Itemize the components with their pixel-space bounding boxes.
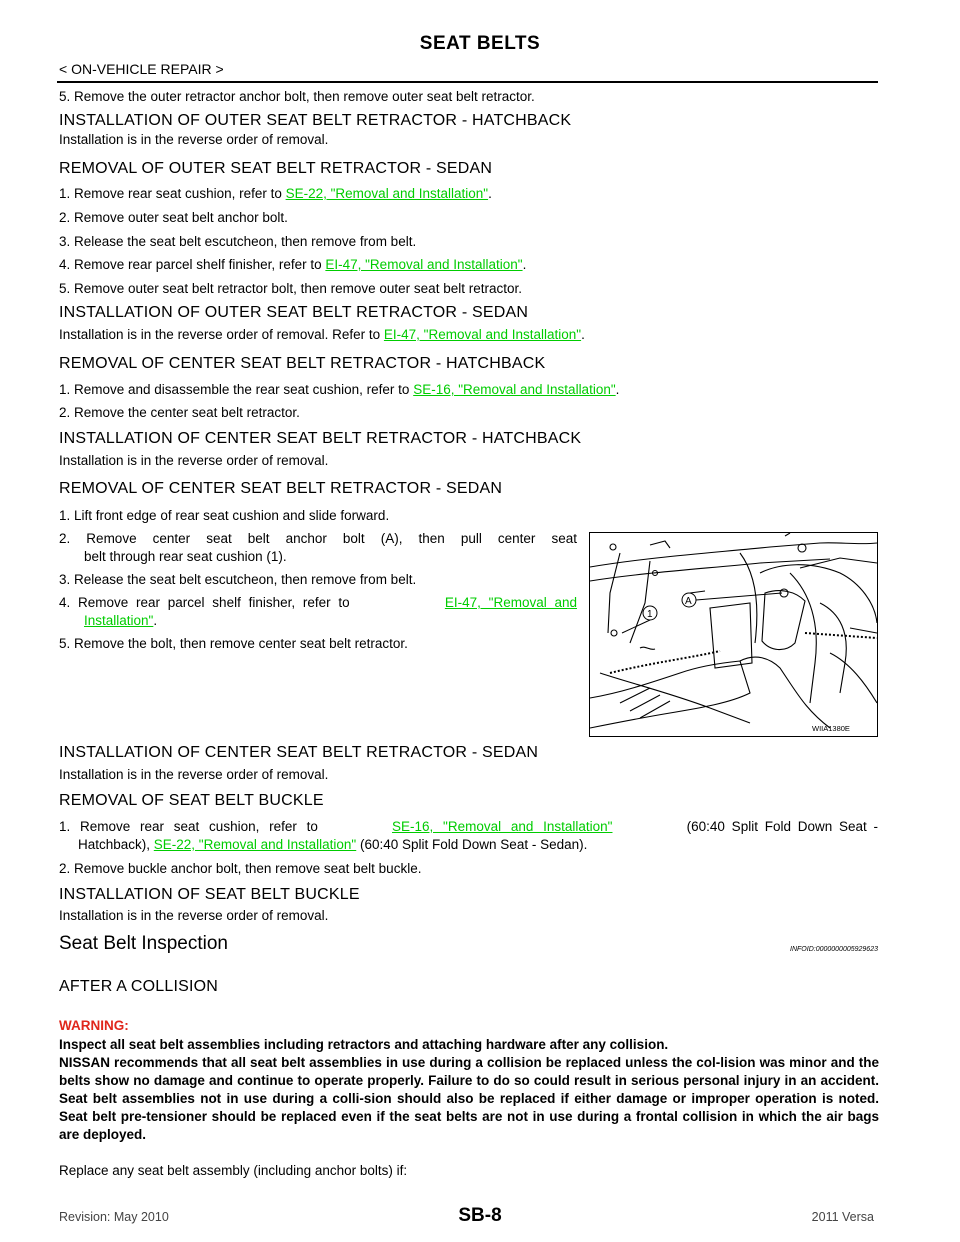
step-removal-center-sedan-2b: belt through rear seat cushion (1). (84, 549, 287, 564)
section-breadcrumb: < ON-VEHICLE REPAIR > (59, 61, 224, 77)
text-replace-assembly: Replace any seat belt assembly (includin… (59, 1163, 408, 1178)
step-text: 1. Remove rear seat cushion, refer to (59, 819, 318, 834)
step-text: Hatchback), (78, 837, 154, 852)
warning-text: Inspect all seat belt assemblies includi… (59, 1036, 879, 1144)
step-removal-center-sedan-5: 5. Remove the bolt, then remove center s… (59, 636, 408, 651)
figure-drawing: A 1 WIIA1380E (590, 533, 877, 733)
step-text: . (522, 257, 527, 272)
heading-install-buckle: INSTALLATION OF SEAT BELT BUCKLE (59, 886, 360, 903)
heading-removal-buckle: REMOVAL OF SEAT BELT BUCKLE (59, 792, 324, 809)
step-removal-center-hatchback-1: 1. Remove and disassemble the rear seat … (59, 381, 619, 399)
step-text: . (153, 613, 158, 628)
link-se22[interactable]: SE-22, "Removal and Installation" (153, 837, 357, 852)
step-removal-outer-sedan-3: 3. Release the seat belt escutcheon, the… (59, 234, 417, 249)
heading-removal-center-hatchback: REMOVAL OF CENTER SEAT BELT RETRACTOR - … (59, 355, 546, 372)
page-title: SEAT BELTS (419, 33, 541, 54)
step-text: (60:40 Split Fold Down Seat - (686, 819, 878, 834)
heading-removal-outer-sedan: REMOVAL OF OUTER SEAT BELT RETRACTOR - S… (59, 160, 493, 177)
text-install-buckle: Installation is in the reverse order of … (59, 908, 329, 923)
step-text: 4. Remove rear parcel shelf finisher, re… (59, 257, 326, 272)
step-text: (60:40 Split Fold Down Seat - Sedan). (356, 837, 588, 852)
warning-paragraph: NISSAN recommends that all seat belt ass… (59, 1055, 879, 1142)
step-removal-outer-sedan-5: 5. Remove outer seat belt retractor bolt… (59, 281, 522, 296)
step-removal-outer-sedan-4: 4. Remove rear parcel shelf finisher, re… (59, 256, 526, 274)
step-text: 1. Remove rear seat cushion, refer to (59, 186, 286, 201)
body-text: . (581, 327, 585, 342)
link-se22[interactable]: SE-22, "Removal and Installation" (285, 186, 489, 201)
link-ei47-a[interactable]: EI-47, "Removal and (444, 595, 577, 610)
figure-center-belt-anchor: A 1 WIIA1380E (589, 532, 878, 737)
link-ei47[interactable]: EI-47, "Removal and Installation" (383, 327, 582, 342)
text-install-center-hatchback: Installation is in the reverse order of … (59, 453, 329, 468)
step-removal-center-hatchback-2: 2. Remove the center seat belt retractor… (59, 405, 300, 420)
text-install-outer-sedan: Installation is in the reverse order of … (59, 326, 585, 344)
link-se16[interactable]: SE-16, "Removal and Installation" (392, 819, 613, 834)
info-id: INFOID:0000000005929623 (790, 946, 878, 953)
heading-removal-center-sedan: REMOVAL OF CENTER SEAT BELT RETRACTOR - … (59, 480, 503, 497)
step-text: 1. Remove and disassemble the rear seat … (59, 382, 414, 397)
warning-label: WARNING: (59, 1018, 129, 1033)
step-removal-center-sedan-4: 4. Remove rear parcel shelf finisher, re… (59, 594, 577, 612)
page-number: SB-8 (458, 1205, 502, 1226)
step-removal-buckle-1: 1. Remove rear seat cushion, refer to SE… (59, 818, 878, 836)
text-install-center-sedan: Installation is in the reverse order of … (59, 767, 329, 782)
step-removal-center-sedan-1: 1. Lift front edge of rear seat cushion … (59, 508, 390, 523)
step-removal-outer-sedan-1: 1. Remove rear seat cushion, refer to SE… (59, 185, 492, 203)
step-removal-center-sedan-3: 3. Release the seat belt escutcheon, the… (59, 572, 417, 587)
step-removal-buckle-2: 2. Remove buckle anchor bolt, then remov… (59, 861, 422, 876)
figure-code: WIIA1380E (812, 724, 850, 733)
step-text: 4. Remove rear parcel shelf finisher, re… (59, 595, 350, 610)
heading-install-center-sedan: INSTALLATION OF CENTER SEAT BELT RETRACT… (59, 744, 539, 761)
footer-model: 2011 Versa (811, 1210, 874, 1224)
step-removal-center-sedan-4b: Installation". (84, 612, 157, 630)
heading-install-outer-sedan: INSTALLATION OF OUTER SEAT BELT RETRACTO… (59, 304, 529, 321)
text-install-outer-hatchback: Installation is in the reverse order of … (59, 132, 329, 147)
warning-line-1: Inspect all seat belt assemblies includi… (59, 1037, 669, 1052)
link-se16[interactable]: SE-16, "Removal and Installation" (413, 382, 616, 397)
step-text: . (488, 186, 492, 201)
step-removal-center-sedan-2a: 2. Remove center seat belt anchor bolt (… (59, 531, 577, 546)
heading-after-collision: AFTER A COLLISION (59, 978, 219, 995)
step-removal-outer-sedan-2: 2. Remove outer seat belt anchor bolt. (59, 210, 288, 225)
figure-label-1: 1 (647, 609, 653, 620)
link-ei47[interactable]: EI-47, "Removal and Installation" (325, 257, 523, 272)
heading-install-outer-hatchback: INSTALLATION OF OUTER SEAT BELT RETRACTO… (59, 112, 572, 129)
heading-seat-belt-inspection: Seat Belt Inspection (59, 933, 228, 954)
header-rule (57, 81, 878, 83)
body-text: Installation is in the reverse order of … (59, 327, 384, 342)
footer-revision: Revision: May 2010 (59, 1210, 169, 1224)
step-text: . (615, 382, 620, 397)
step-removal-buckle-1b: Hatchback), SE-22, "Removal and Installa… (78, 836, 587, 854)
heading-install-center-hatchback: INSTALLATION OF CENTER SEAT BELT RETRACT… (59, 430, 582, 447)
link-ei47-b[interactable]: Installation" (84, 613, 154, 628)
figure-label-a: A (685, 596, 692, 607)
intro-step: 5. Remove the outer retractor anchor bol… (59, 89, 535, 104)
